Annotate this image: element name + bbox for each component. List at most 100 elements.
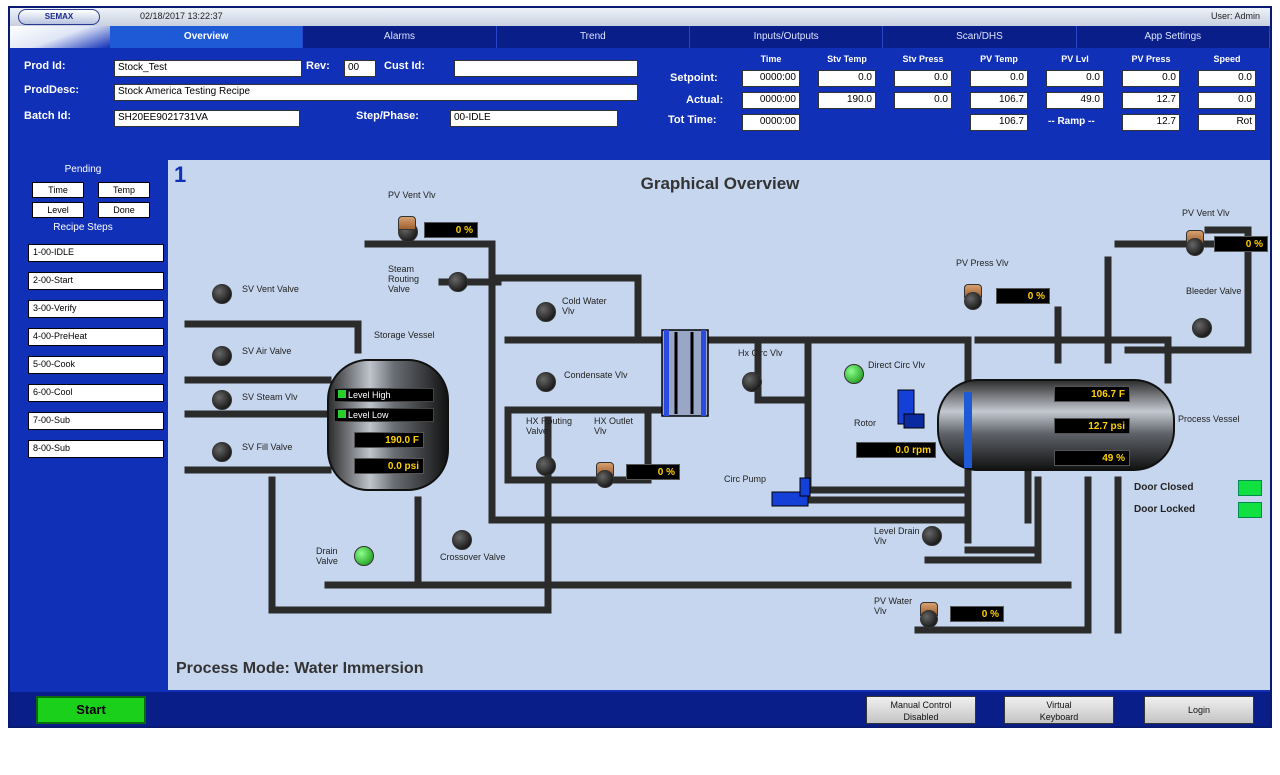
recipe-step[interactable]: 4-00-PreHeat — [28, 328, 164, 346]
sv-vent-valve-icon[interactable] — [212, 284, 232, 304]
tab-inputs-outputs[interactable]: Inputs/Outputs — [690, 26, 884, 48]
direct-circ-label: Direct Circ Vlv — [868, 360, 926, 370]
manual-control-button[interactable]: Manual Control Disabled — [866, 696, 976, 724]
prod-desc-field[interactable]: Stock America Testing Recipe — [114, 84, 638, 101]
sv-air-valve-icon[interactable] — [212, 346, 232, 366]
storage-vessel-label: Storage Vessel — [374, 330, 435, 340]
graphic-title: Graphical Overview — [640, 174, 800, 193]
sv-steam-valve-icon[interactable] — [212, 390, 232, 410]
column-header: PV Lvl — [1061, 54, 1089, 64]
sv-vent-label: SV Vent Valve — [242, 284, 299, 294]
current-user: User: Admin — [1210, 11, 1260, 21]
pending-label: Pending — [64, 164, 102, 175]
batch-id-field[interactable]: SH20EE9021731VA — [114, 110, 300, 127]
sv-press-readout: 0.0 psi — [354, 458, 424, 474]
column-header: PV Temp — [980, 54, 1018, 64]
hx-circ-label: Hx Circ Vlv — [738, 348, 783, 358]
tot-value: 0000:00 — [742, 114, 800, 131]
column-header: Speed — [1213, 54, 1241, 64]
setpoint-value[interactable]: 0000:00 — [742, 70, 800, 87]
pv-press-valve-icon[interactable] — [964, 292, 982, 310]
bleeder-valve-icon[interactable] — [1192, 318, 1212, 338]
setpoint-label: Setpoint: — [670, 72, 718, 84]
screen-number: 1 — [174, 162, 187, 187]
sv-fill-valve-icon[interactable] — [212, 442, 232, 462]
condensate-label: Condensate Vlv — [564, 370, 628, 380]
hx-routing-label: HX Routing Valve — [526, 416, 573, 436]
steam-routing-valve-icon[interactable] — [448, 272, 468, 292]
setpoint-value[interactable]: 0.0 — [818, 70, 876, 87]
setpoint-value[interactable]: 0.0 — [1046, 70, 1104, 87]
recipe-step[interactable]: 5-00-Cook — [28, 356, 164, 374]
virtual-keyboard-line2: Keyboard — [1039, 712, 1079, 722]
rev-field[interactable]: 00 — [344, 60, 376, 77]
prod-id-field[interactable]: Stock_Test — [114, 60, 302, 77]
pv-level-readout: 49 % — [1054, 450, 1130, 466]
tab-app-settings[interactable]: App Settings — [1077, 26, 1270, 48]
door-closed-led — [1238, 480, 1262, 496]
pv-water-label: PV Water Vlv — [874, 596, 913, 616]
tab-scan-dhs[interactable]: Scan/DHS — [883, 26, 1077, 48]
login-button[interactable]: Login — [1144, 696, 1254, 724]
logo-wedge — [10, 26, 110, 48]
tot-time-label: Tot Time: — [668, 114, 717, 126]
direct-circ-valve-icon[interactable] — [844, 364, 864, 384]
virtual-keyboard-line1: Virtual — [1046, 700, 1072, 710]
hx-circ-valve-icon[interactable] — [742, 372, 762, 392]
setpoint-value[interactable]: 0.0 — [1122, 70, 1180, 87]
recipe-panel: Pending Time Temp Level Done Recipe Step… — [18, 160, 164, 690]
setpoint-value[interactable]: 0.0 — [970, 70, 1028, 87]
tab-trend[interactable]: Trend — [497, 26, 690, 48]
recipe-steps-label: Recipe Steps — [53, 222, 113, 233]
sv-steam-label: SV Steam Vlv — [242, 392, 298, 402]
pending-temp-button[interactable]: Temp — [98, 182, 150, 198]
crossover-valve-icon[interactable] — [452, 530, 472, 550]
virtual-keyboard-button[interactable]: Virtual Keyboard — [1004, 696, 1114, 724]
actual-value: 106.7 — [970, 92, 1028, 109]
recipe-step[interactable]: 1-00-IDLE — [28, 244, 164, 262]
door-locked-label: Door Locked — [1134, 504, 1196, 515]
column-header: PV Press — [1131, 54, 1171, 64]
step-phase-field[interactable]: 00-IDLE — [450, 110, 618, 127]
tab-overview[interactable]: Overview — [110, 26, 304, 48]
actual-label: Actual: — [686, 94, 724, 106]
condensate-valve-icon[interactable] — [536, 372, 556, 392]
tab-alarms[interactable]: Alarms — [303, 26, 497, 48]
hx-outlet-valve-icon[interactable] — [596, 470, 614, 488]
start-button[interactable]: Start — [36, 696, 146, 724]
recipe-step[interactable]: 3-00-Verify — [28, 300, 164, 318]
recipe-step[interactable]: 2-00-Start — [28, 272, 164, 290]
recipe-step[interactable]: 6-00-Cool — [28, 384, 164, 402]
pending-time-button[interactable]: Time — [32, 182, 84, 198]
level-drain-valve-icon[interactable] — [922, 526, 942, 546]
setpoint-value[interactable]: 0.0 — [1198, 70, 1256, 87]
circ-pump-label: Circ Pump — [724, 474, 767, 484]
pv-vent2-label: PV Vent Vlv — [1182, 208, 1230, 218]
recipe-step[interactable]: 8-00-Sub — [28, 440, 164, 458]
title-bar: SEMAX 02/18/2017 13:22:37 User: Admin — [10, 8, 1270, 26]
process-vessel-label: Process Vessel — [1178, 414, 1240, 424]
pv-vent2-valve-icon[interactable] — [1186, 238, 1204, 256]
bottom-bar: Start Manual Control Disabled Virtual Ke… — [10, 692, 1270, 726]
date-time: 02/18/2017 13:22:37 — [140, 11, 223, 21]
setpoint-value[interactable]: 0.0 — [894, 70, 952, 87]
nav-tabs: Overview Alarms Trend Inputs/Outputs Sca… — [110, 26, 1270, 48]
tot-value: Rot — [1198, 114, 1256, 131]
recipe-step[interactable]: 7-00-Sub — [28, 412, 164, 430]
piping-diagram — [184, 226, 1252, 634]
steam-routing-label: Steam Routing Valve — [388, 264, 420, 294]
cust-id-field[interactable] — [454, 60, 638, 77]
step-phase-label: Step/Phase: — [356, 110, 419, 122]
column-header: Stv Temp — [827, 54, 867, 64]
pv-water-valve-icon[interactable] — [920, 610, 938, 628]
graphical-overview: 1 Graphical Overview 0 % PV Vent Vlv Ste… — [168, 160, 1270, 690]
drain-valve-icon[interactable] — [354, 546, 374, 566]
pending-done-button[interactable]: Done — [98, 202, 150, 218]
tot-value: 12.7 — [1122, 114, 1180, 131]
hx-outlet-readout: 0 % — [626, 464, 680, 480]
pending-level-button[interactable]: Level — [32, 202, 84, 218]
pv-press-valve-label: PV Press Vlv — [956, 258, 1009, 268]
cold-water-valve-icon[interactable] — [536, 302, 556, 322]
hx-routing-valve-icon[interactable] — [536, 456, 556, 476]
column-header: Stv Press — [902, 54, 944, 64]
